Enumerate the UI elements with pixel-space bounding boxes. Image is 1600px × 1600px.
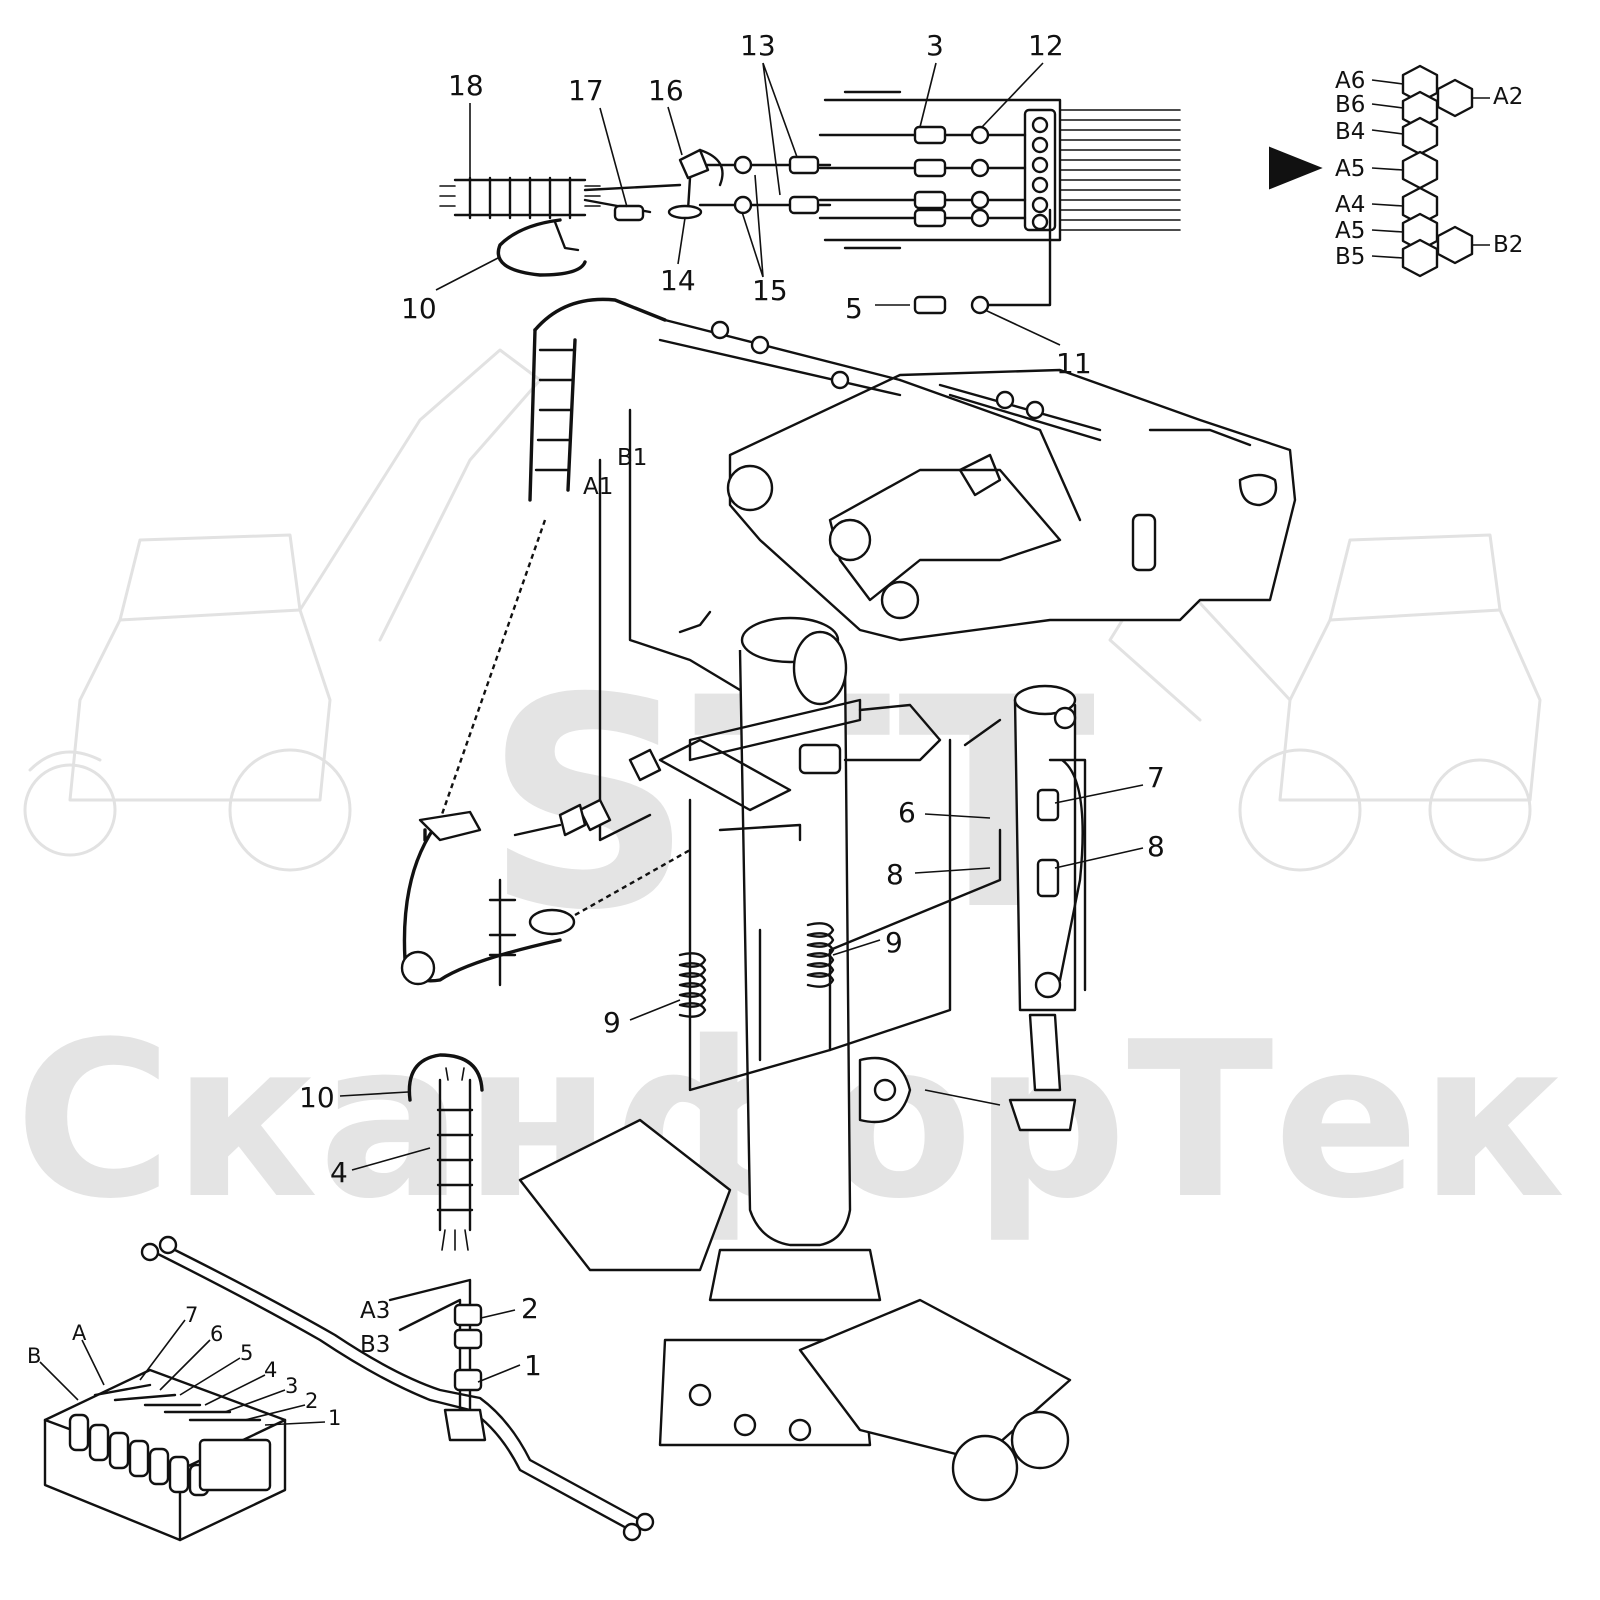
callout-2: 2 [521,1292,539,1325]
watermark-machine-outlines [23,348,1542,872]
valve-label-a: A [72,1321,87,1345]
callout-4: 4 [330,1156,348,1189]
port-legend: A6 B6 B4 A5 A4 A5 B5 A2 B2 [1269,64,1523,278]
valve-section-4: 4 [264,1358,277,1382]
valve-section-6: 6 [210,1322,223,1346]
legend-label-B6: B6 [1335,92,1365,118]
valve-section-1: 1 [328,1406,341,1430]
callout-9-second: 9 [603,1006,621,1039]
legend-label-A2: A2 [1493,84,1523,110]
lower-feed-lines [140,1235,655,1542]
hose-bundle-4 [407,1053,484,1251]
control-valve-block [43,1368,287,1542]
pipe-bundle [1059,109,1181,231]
valve-section-7: 7 [185,1303,198,1327]
callout-7: 7 [1147,761,1165,794]
legend-label-A4: A4 [1335,192,1365,218]
valve-block-labels: B A 7 6 5 4 3 2 1 [27,1303,341,1430]
callout-6: 6 [898,796,916,829]
swing-cylinder [963,684,1087,1132]
callout-17: 17 [568,74,604,107]
callout-16: 16 [648,74,684,107]
callout-leaders [339,62,1144,1383]
line-label-b1: B1 [617,445,647,471]
valve-section-3: 3 [285,1374,298,1398]
callout-1: 1 [524,1349,542,1382]
post-bracket [513,408,1002,1092]
line-label-b3: B3 [360,1332,390,1358]
legend-nuts [1401,64,1474,278]
hose-clamp-top [496,218,587,277]
callout-numbers: 1 2 3 4 5 6 7 8 8 9 9 10 10 11 12 13 14 … [299,29,1165,1382]
callout-15: 15 [752,274,788,307]
legend-label-B5: B5 [1335,244,1365,270]
callout-10-second: 10 [299,1081,335,1114]
swing-post [518,616,1072,1502]
swing-bracket [726,368,1297,642]
callout-9: 9 [885,926,903,959]
callout-14: 14 [660,264,696,297]
valve-section-2: 2 [305,1389,318,1413]
callout-12: 12 [1028,29,1064,62]
legend-label-B2: B2 [1493,232,1523,258]
fitting-row [818,125,1052,315]
line-port-labels: A1 B1 A3 B3 [360,445,647,1358]
legend-leaders [1371,79,1490,259]
callout-5: 5 [845,292,863,325]
hose-run-over-boom [438,297,1102,821]
valve-section-5: 5 [240,1341,253,1365]
callout-13: 13 [740,29,776,62]
hose-bundle-18 [439,176,682,222]
upper-connection-group [439,90,1181,315]
callout-18: 18 [448,69,484,102]
callout-8: 8 [886,858,904,891]
callout-10: 10 [401,292,437,325]
line-label-a3: A3 [360,1298,390,1324]
legend-label-A5: A5 [1335,156,1365,182]
valve-label-b: B [27,1344,41,1368]
legend-label-B4: B4 [1335,119,1365,145]
middle-fittings [667,148,832,220]
callout-3: 3 [926,29,944,62]
callout-8-second: 8 [1147,830,1165,863]
line-label-a1: A1 [583,474,613,500]
arrow-pointer-icon [1269,146,1323,190]
left-hose-loop [400,810,691,987]
legend-label-A5-second: A5 [1335,218,1365,244]
legend-label-A6: A6 [1335,68,1365,94]
coil-springs [678,922,835,1018]
callout-11: 11 [1056,347,1092,380]
